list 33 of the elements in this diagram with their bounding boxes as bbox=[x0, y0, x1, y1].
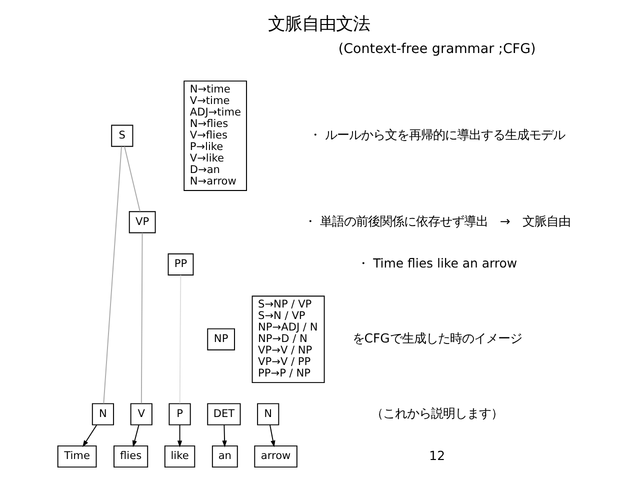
connector bbox=[103, 146, 122, 404]
node-box: N→time V→time ADJ→time N→flies V→flies P→like V→like D→an N→arrow bbox=[184, 80, 247, 192]
arrow bbox=[270, 424, 276, 448]
diagram-title: 文脈自由文法 bbox=[268, 14, 370, 35]
node-box: an bbox=[212, 445, 238, 468]
node-box: DET bbox=[207, 403, 241, 426]
label: 12 bbox=[429, 448, 446, 463]
node-box: VP bbox=[128, 211, 156, 234]
connector bbox=[179, 274, 182, 404]
connector bbox=[124, 146, 140, 212]
node-box: NP bbox=[207, 328, 235, 350]
connector bbox=[140, 232, 143, 404]
arrow bbox=[132, 424, 140, 448]
node-box: N bbox=[257, 403, 280, 426]
node-box: P bbox=[168, 403, 191, 426]
label: （これから説明します） bbox=[371, 406, 504, 421]
label: ・ ルールから文を再帰的に導出する生成モデル bbox=[309, 127, 566, 142]
node-box: S→NP / VP S→N / VP NP→ADJ / N NP→D / N VP→V / NP VP→V / PP PP→P / NP bbox=[252, 296, 325, 384]
node-box: Time bbox=[57, 445, 97, 468]
node-box: S bbox=[111, 124, 134, 147]
label: ・ 単語の前後関係に依存せず導出 → 文脈自由 bbox=[304, 213, 570, 228]
node-box: flies bbox=[114, 445, 148, 468]
label: をCFGで生成した時のイメージ bbox=[352, 330, 522, 346]
label: (Context-free grammar ;CFG) bbox=[338, 42, 536, 57]
node-box: V bbox=[130, 403, 152, 426]
arrow bbox=[82, 424, 98, 448]
node-box: PP bbox=[168, 253, 194, 276]
node-box: arrow bbox=[254, 445, 298, 468]
node-box: like bbox=[164, 445, 196, 468]
arrow bbox=[177, 424, 182, 448]
label: ・ Time flies like an arrow bbox=[357, 256, 518, 271]
arrow bbox=[222, 424, 227, 448]
node-box: N bbox=[92, 403, 114, 426]
